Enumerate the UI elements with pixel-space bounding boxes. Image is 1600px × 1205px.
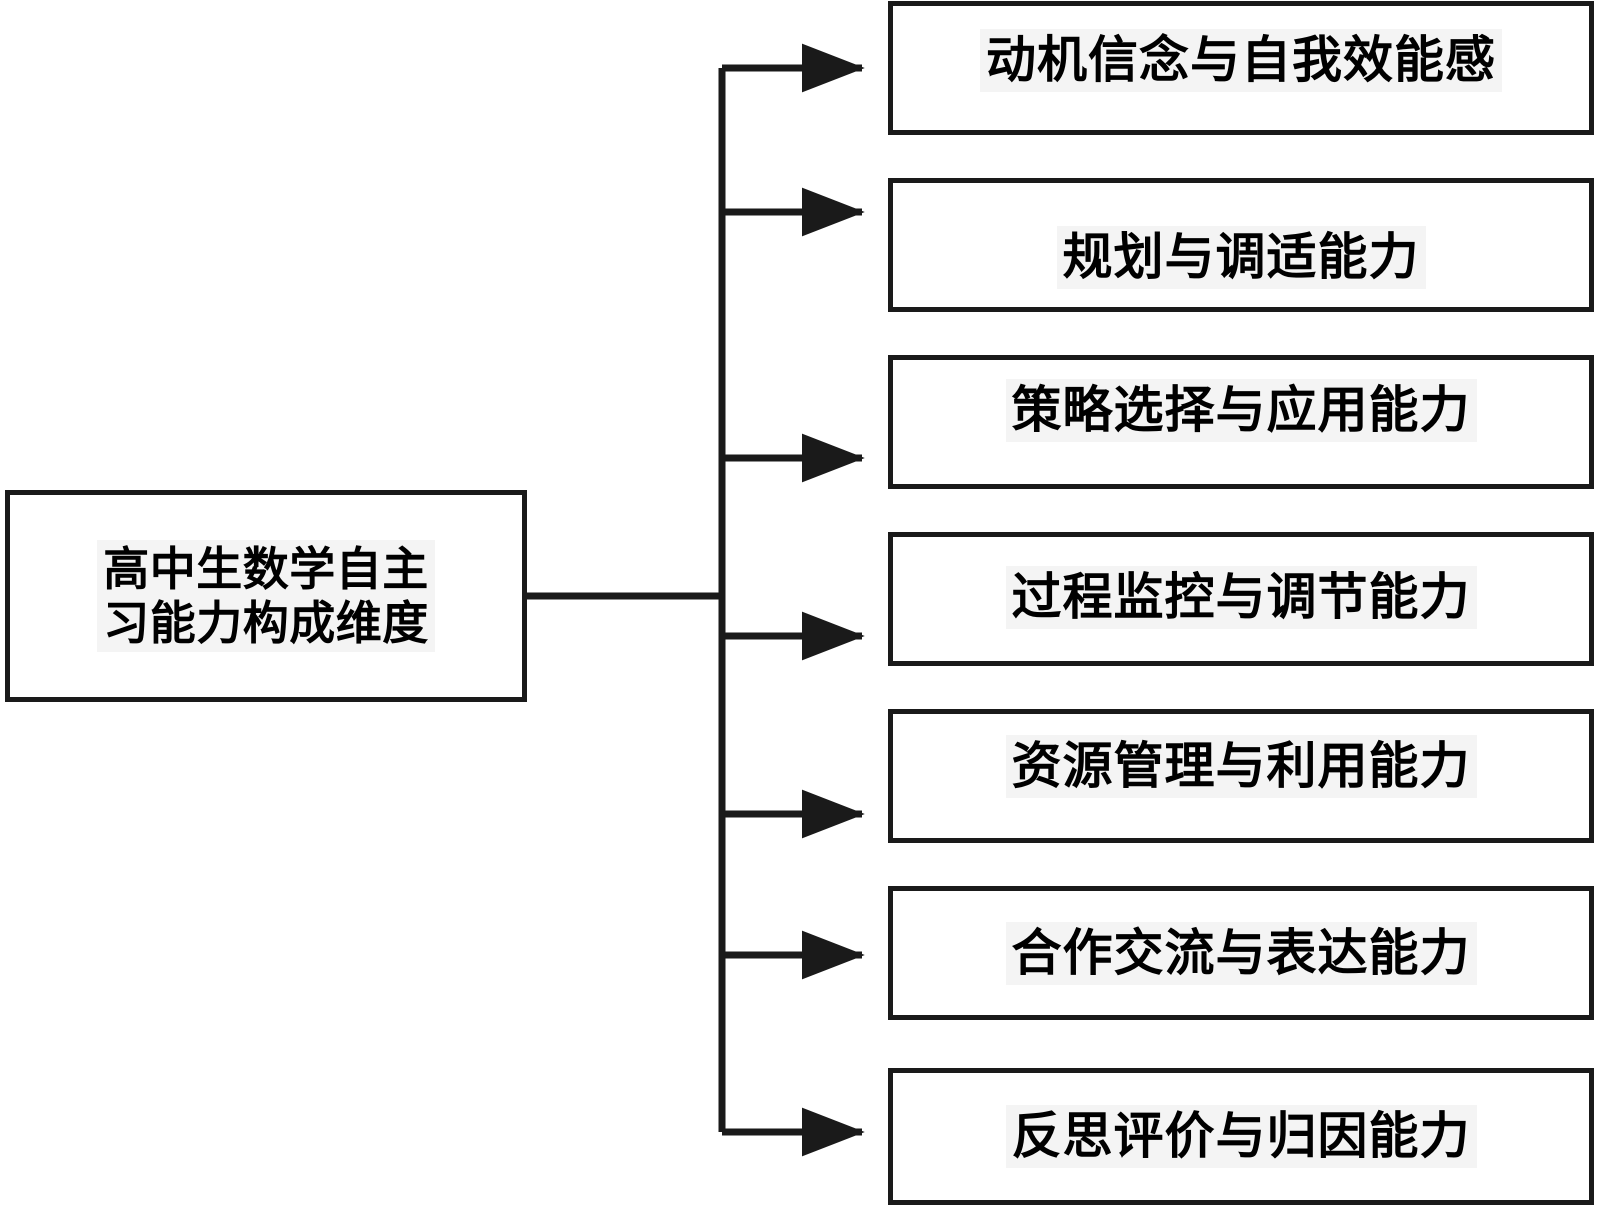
- branch-node-resource[interactable]: 资源管理与利用能力: [888, 709, 1594, 843]
- branch-node-label: 动机信念与自我效能感: [980, 28, 1502, 92]
- branch-node-label: 合作交流与表达能力: [1005, 921, 1477, 985]
- branch-node-collaboration[interactable]: 合作交流与表达能力: [888, 886, 1594, 1020]
- branch-node-label: 反思评价与归因能力: [1005, 1105, 1477, 1168]
- branch-node-reflection[interactable]: 反思评价与归因能力: [888, 1068, 1594, 1205]
- root-node[interactable]: 高中生数学自主 习能力构成维度: [5, 490, 527, 702]
- branch-node-planning[interactable]: 规划与调适能力: [888, 178, 1594, 312]
- branch-node-motivation[interactable]: 动机信念与自我效能感: [888, 1, 1594, 135]
- branch-node-monitoring[interactable]: 过程监控与调节能力: [888, 532, 1594, 666]
- branch-node-label: 规划与调适能力: [1056, 225, 1426, 289]
- branch-node-label: 资源管理与利用能力: [1005, 734, 1477, 798]
- branch-node-label: 过程监控与调节能力: [1005, 565, 1477, 629]
- root-node-label: 高中生数学自主 习能力构成维度: [97, 539, 435, 653]
- branch-node-strategy[interactable]: 策略选择与应用能力: [888, 355, 1594, 489]
- branch-node-label: 策略选择与应用能力: [1005, 378, 1477, 442]
